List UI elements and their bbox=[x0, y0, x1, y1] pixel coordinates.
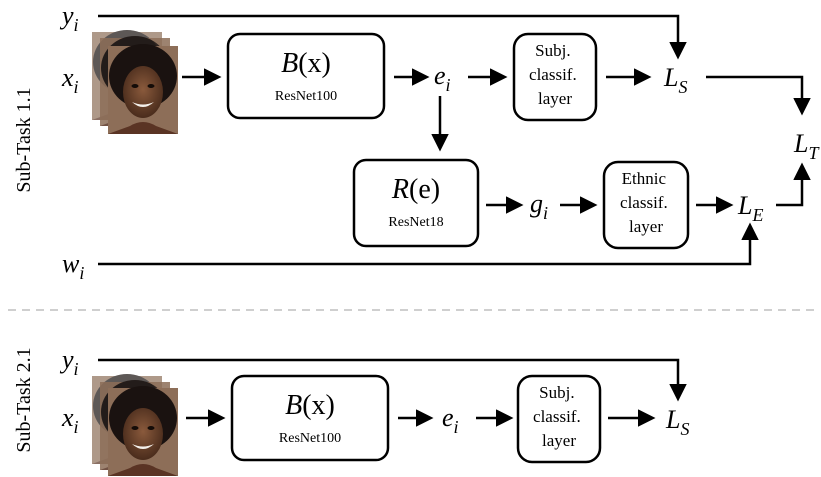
label-ls1: LS bbox=[663, 63, 687, 97]
arrow-le-to-lt bbox=[776, 162, 811, 207]
subj-classif-box-1 bbox=[512, 32, 598, 122]
subtask-1-label: Sub-Task 1.1 bbox=[13, 87, 35, 192]
reducer-box bbox=[352, 158, 480, 248]
label-ls2: LS bbox=[665, 405, 689, 439]
arrow-ls-to-lt bbox=[706, 75, 811, 116]
label-le: LE bbox=[737, 191, 763, 225]
label-g: gi bbox=[530, 189, 548, 223]
label-lt: LT bbox=[793, 129, 820, 163]
label-x2: xi bbox=[61, 403, 79, 437]
face-stack-icon bbox=[92, 30, 178, 134]
label-y2: yi bbox=[59, 345, 79, 379]
backbone-model-1: ResNet100 bbox=[275, 89, 337, 104]
label-x1: xi bbox=[61, 63, 79, 97]
label-y1: yi bbox=[59, 1, 79, 35]
backbone-box-1 bbox=[226, 32, 386, 120]
backbone-box-2 bbox=[230, 374, 390, 462]
subj-classif-label-1: Subj. classif. layer bbox=[529, 41, 581, 108]
subj-classif-box-2 bbox=[516, 374, 602, 464]
arrow-w-to-le bbox=[98, 222, 759, 266]
subtask-2-label: Sub-Task 2.1 bbox=[13, 347, 35, 452]
ethnic-classif-box bbox=[602, 160, 690, 250]
label-w: wi bbox=[62, 249, 84, 283]
backbone-title-2: B(x) bbox=[285, 390, 335, 421]
ethnic-classif-label: Ethnic classif. layer bbox=[620, 169, 672, 236]
label-e1: ei bbox=[434, 61, 451, 95]
reducer-model: ResNet18 bbox=[388, 215, 443, 230]
arrow-y1-to-ls bbox=[98, 14, 687, 60]
reducer-title: R(e) bbox=[391, 174, 440, 205]
label-e2: ei bbox=[442, 403, 459, 437]
subtask-1-group: Sub-Task 1.1 yi xi B(x) ResNet100 ei Sub… bbox=[13, 1, 820, 283]
subj-classif-label-2: Subj. classif. layer bbox=[533, 383, 585, 450]
subtask-2-group: Sub-Task 2.1 yi xi B(x) ResNet100 ei Sub… bbox=[13, 345, 689, 476]
arrow-y2-to-ls bbox=[98, 358, 687, 402]
backbone-title-1: B(x) bbox=[281, 48, 331, 79]
face-stack-icon bbox=[92, 374, 178, 476]
backbone-model-2: ResNet100 bbox=[279, 431, 341, 446]
